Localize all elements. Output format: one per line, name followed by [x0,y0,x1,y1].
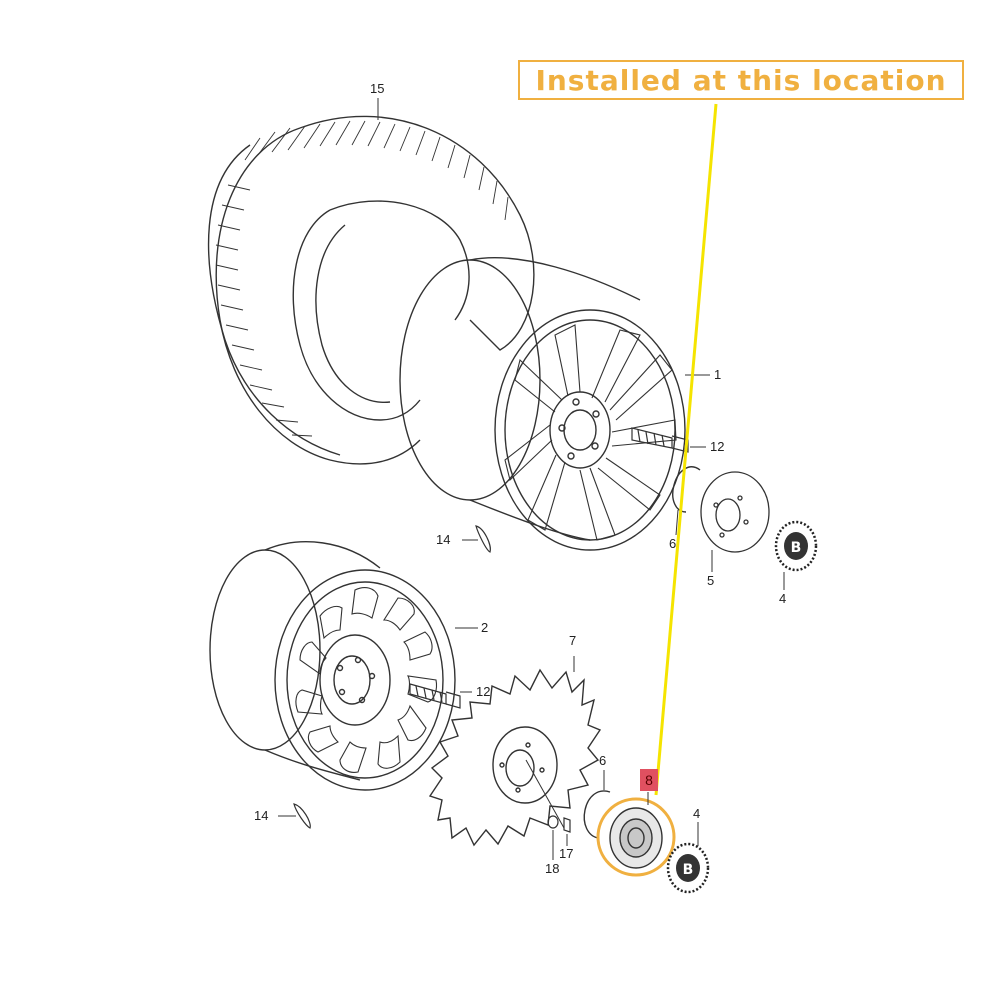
part-label-12-lower: 12 [476,684,491,699]
part-label-6-lower: 6 [599,753,607,768]
highlight-ring [596,797,676,877]
callout-text: Installed at this location [535,63,947,97]
part-label-1: 1 [714,367,722,382]
wheel-bolt-upper [631,427,689,453]
part-label-4-upper: 4 [779,591,787,606]
valve-lower [293,803,311,829]
part-label-6-upper: 6 [669,536,677,551]
part-label-14-upper: 14 [436,532,451,547]
tire-drawing [207,115,535,465]
circlip-upper [672,466,701,513]
leader-lines [278,98,785,860]
pointer-line [654,103,718,796]
part-label-5: 5 [707,573,715,588]
part-label-18: 18 [545,861,560,876]
installed-location-callout: Installed at this location [518,60,964,100]
part-label-7: 7 [569,633,577,648]
part-8-tag: 8 [640,769,658,791]
part-label-12-upper: 12 [710,439,725,454]
centre-cap-part-8 [609,807,663,869]
centre-plate [700,471,770,553]
small-fasteners [547,815,571,833]
alloy-wheel-drawing [399,257,686,551]
part-label-2: 2 [481,620,489,635]
hub-cap-lower: B [666,842,710,894]
steel-wheel-drawing [209,541,456,791]
part-label-8: 8 [645,772,653,788]
hub-cap-upper: B [774,520,818,572]
part-label-4-lower: 4 [693,806,701,821]
part-label-17: 17 [559,846,574,861]
part-label-15: 15 [370,81,385,96]
wheel-bolt-lower [409,683,461,709]
wheel-trim [428,668,602,847]
circlip-lower [583,790,611,839]
valve-upper [475,525,491,553]
svg-text:B: B [791,540,802,556]
part-label-14-lower: 14 [254,808,269,823]
svg-text:B: B [683,862,694,878]
